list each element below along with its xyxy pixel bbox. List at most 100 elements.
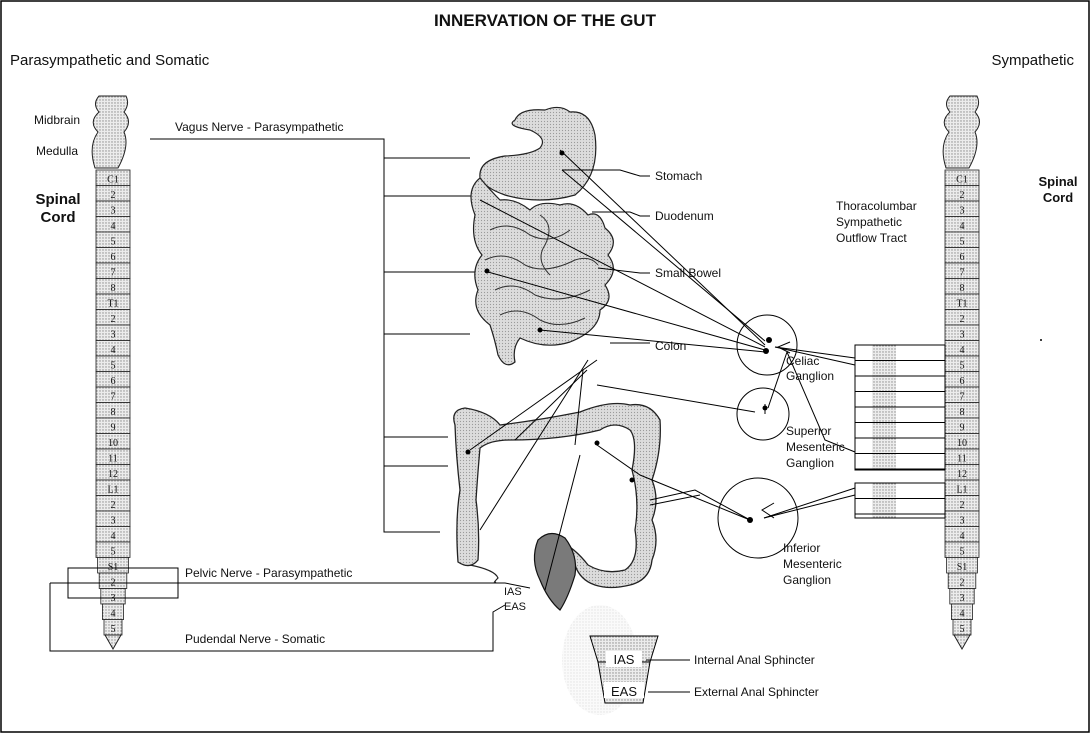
right-segment-label: C1 [956, 175, 968, 186]
right-segment-label: 11 [957, 454, 967, 465]
left-segment-label: L1 [107, 485, 118, 496]
right-segment-label: 2 [960, 500, 965, 511]
right-segment-label: 4 [960, 609, 965, 620]
left-segment-label: 2 [111, 314, 116, 325]
superior-label-1: Superior [786, 424, 831, 438]
left-segment-label: 5 [111, 547, 116, 558]
right-spinal-label-1: Spinal [1038, 174, 1077, 189]
small-bowel-label: Small Bowel [655, 266, 721, 280]
right-segment-label: 8 [960, 283, 965, 294]
eas-inset-label: EAS [611, 684, 637, 699]
right-segment-label: 4 [960, 221, 965, 232]
right-segment-label: 10 [957, 438, 967, 449]
right-segment-label: 5 [960, 237, 965, 248]
tract-label-3: Outflow Tract [836, 231, 907, 245]
left-segment-label: 4 [111, 345, 116, 356]
stomach [480, 107, 596, 200]
left-cord-tip [105, 635, 121, 649]
left-segment-label: 3 [111, 516, 116, 527]
tract-label-2: Sympathetic [836, 215, 902, 229]
right-segment-label: 2 [960, 578, 965, 589]
left-heading: Parasympathetic and Somatic [10, 52, 210, 69]
right-spinal-cord: C12345678T123456789101112L12345S12345 [943, 96, 979, 649]
superior-label-2: Mesenteric [786, 440, 845, 454]
left-segment-label: 12 [108, 469, 118, 480]
ias-inset-label: IAS [614, 652, 635, 667]
left-segment-label: 8 [111, 407, 116, 418]
right-segment-label: 2 [960, 314, 965, 325]
left-segment-label: C1 [107, 175, 119, 186]
left-spinal-label-1: Spinal [35, 191, 80, 208]
inferior-label-2: Mesenteric [783, 557, 842, 571]
right-segment-label: 3 [960, 516, 965, 527]
left-spinal-label-2: Cord [41, 209, 76, 226]
right-segment-label: 12 [957, 469, 967, 480]
tract-label-1: Thoracolumbar [836, 199, 917, 213]
internal-sphincter-label: Internal Anal Sphincter [694, 653, 815, 667]
left-segment-label: 5 [111, 237, 116, 248]
left-segment-label: 3 [111, 206, 116, 217]
midbrain-label: Midbrain [34, 113, 80, 127]
colon [454, 404, 661, 610]
external-sphincter-label: External Anal Sphincter [694, 685, 819, 699]
left-segment-label: 4 [111, 221, 116, 232]
right-segment-label: 4 [960, 345, 965, 356]
right-segment-label: 4 [960, 531, 965, 542]
left-segment-label: 4 [111, 531, 116, 542]
right-segment-label: 3 [960, 593, 965, 604]
right-segment-label: 3 [960, 330, 965, 341]
pelvic-nerve-label: Pelvic Nerve - Parasympathetic [185, 566, 352, 580]
stomach-label: Stomach [655, 169, 702, 183]
ias-nerve-label: IAS [504, 586, 522, 598]
inferior-label-1: Inferior [783, 541, 820, 555]
left-segment-label: 2 [111, 190, 116, 201]
right-segment-label: 2 [960, 190, 965, 201]
superior-label-3: Ganglion [786, 456, 834, 470]
left-brainstem [92, 96, 128, 168]
sympathetic-chain [855, 345, 945, 518]
right-segment-label: 7 [960, 392, 965, 403]
celiac-label-1: Celiac [786, 354, 819, 368]
celiac-label-2: Ganglion [786, 369, 834, 383]
superior-mesenteric-ganglion-circle [737, 388, 789, 440]
left-segment-label: 10 [108, 438, 118, 449]
left-segment-label: 2 [111, 500, 116, 511]
left-segment-label: 6 [111, 376, 116, 387]
right-segment-label: 5 [960, 547, 965, 558]
left-segment-label: 6 [111, 252, 116, 263]
left-segment-label: T1 [107, 299, 118, 310]
left-segment-label: 5 [111, 624, 116, 635]
vagus-nerve-label: Vagus Nerve - Parasympathetic [175, 120, 344, 134]
left-segment-label: 4 [111, 609, 116, 620]
sphincter-pointer-lines [646, 660, 690, 692]
right-segment-label: L1 [956, 485, 967, 496]
colon-label: Colon [655, 339, 686, 353]
right-heading: Sympathetic [991, 52, 1074, 69]
medulla-label: Medulla [36, 144, 78, 158]
right-segment-label: 6 [960, 376, 965, 387]
left-segment-label: 8 [111, 283, 116, 294]
right-segment-label: 3 [960, 206, 965, 217]
right-spinal-label-2: Cord [1043, 190, 1073, 205]
left-segment-label: 7 [111, 392, 116, 403]
inferior-label-3: Ganglion [783, 573, 831, 587]
right-cord-tip [954, 635, 970, 649]
stray-dot [1040, 339, 1042, 341]
right-segment-label: T1 [956, 299, 967, 310]
duodenum-label: Duodenum [655, 209, 714, 223]
left-segment-label: 11 [108, 454, 118, 465]
diagram-title: INNERVATION OF THE GUT [434, 11, 657, 30]
vagus-nerve-lines [150, 139, 480, 532]
right-segment-label: 9 [960, 423, 965, 434]
right-segment-label: 5 [960, 361, 965, 372]
right-segment-label: 6 [960, 252, 965, 263]
right-segment-label: 7 [960, 268, 965, 279]
pudendal-nerve-label: Pudendal Nerve - Somatic [185, 632, 325, 646]
left-segment-label: 5 [111, 361, 116, 372]
left-segment-label: 3 [111, 330, 116, 341]
